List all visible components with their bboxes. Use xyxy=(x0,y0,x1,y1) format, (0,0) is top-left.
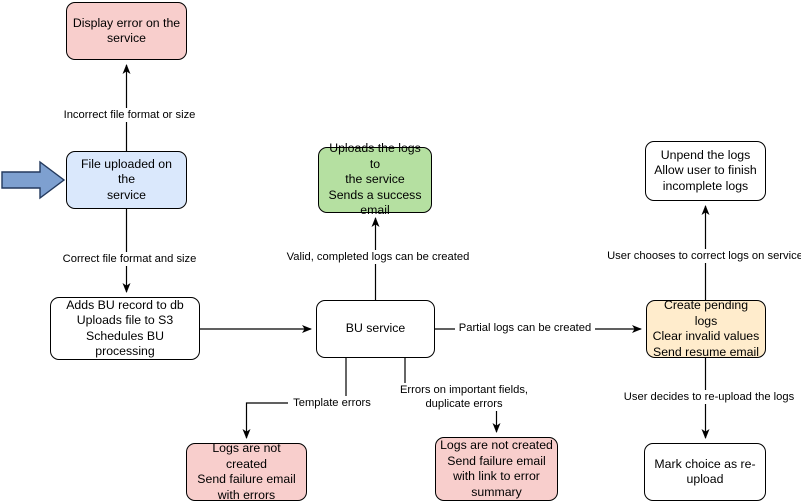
edge-label-user-corrects-logs: User chooses to correct logs on service xyxy=(604,249,801,263)
node-uploads-the-logs[interactable]: Uploads the logs to the service Sends a … xyxy=(318,141,432,217)
node-mark-choice-as-reupload[interactable]: Mark choice as re- upload xyxy=(644,443,766,501)
node-display-error[interactable]: Display error on the service xyxy=(66,2,187,60)
node-bu-service[interactable]: BU service xyxy=(316,300,435,358)
node-logs-not-created-fields[interactable]: Logs are not created Send failure email … xyxy=(435,437,558,501)
node-file-uploaded-on-the-service[interactable]: File uploaded on the service xyxy=(66,151,187,209)
external-input-arrow xyxy=(1,160,66,200)
edge-label-template-errors: Template errors xyxy=(288,396,376,410)
edge-label-valid-completed-logs: Valid, completed logs can be created xyxy=(281,250,475,264)
node-unpend-the-logs[interactable]: Unpend the logs Allow user to finish inc… xyxy=(645,141,766,201)
node-create-pending-logs[interactable]: Create pending logs Clear invalid values… xyxy=(646,298,766,359)
edge-label-user-reupload: User decides to re-upload the logs xyxy=(620,390,798,404)
edge-label-correct-file-format: Correct file format and size xyxy=(54,252,205,266)
edge-label-partial-logs: Partial logs can be created xyxy=(455,321,595,335)
edge-label-errors-important-fields: Errors on important fields, duplicate er… xyxy=(391,383,537,411)
node-adds-bu-record[interactable]: Adds BU record to db Uploads file to S3 … xyxy=(50,297,200,360)
edge-label-incorrect-file-format: Incorrect file format or size xyxy=(55,108,204,122)
node-logs-not-created-template[interactable]: Logs are not created Send failure email … xyxy=(186,441,307,501)
